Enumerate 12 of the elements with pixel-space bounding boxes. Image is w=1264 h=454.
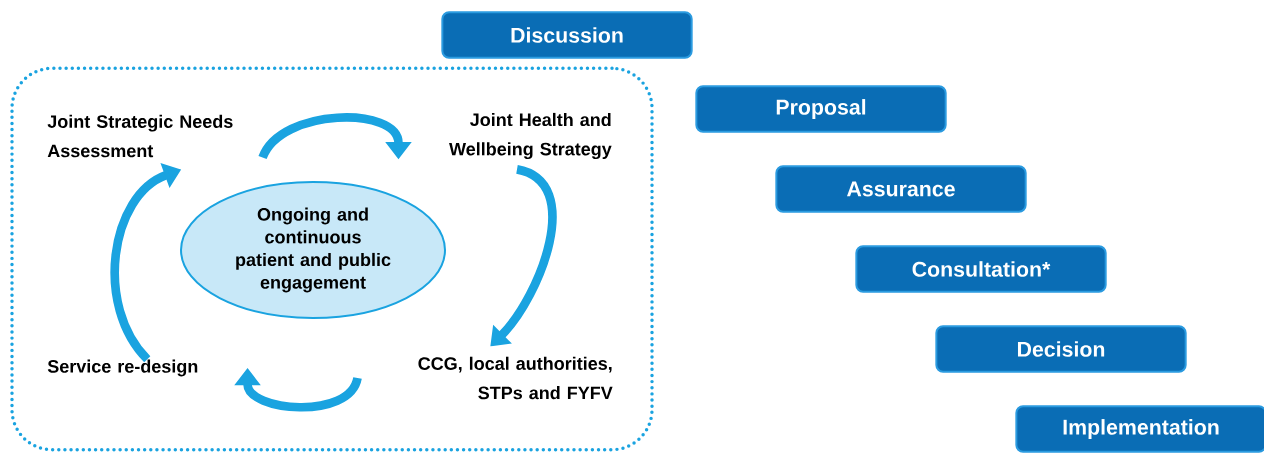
step-box: Assurance [775,165,1027,213]
step-box: Proposal [695,85,947,133]
step-box: Implementation [1015,405,1264,453]
step-box: Decision [935,325,1187,373]
step-box: Discussion [441,11,693,59]
stage-label: Joint Health and Wellbeing Strategy [449,112,612,160]
step-box: Consultation* [855,245,1107,293]
stage-label: Service re-design [47,359,198,377]
stage-label: CCG, local authorities, STPs and FYFV [418,356,613,400]
stage-label: Joint Strategic Needs Assessment [47,114,233,158]
cycle-arrow [258,113,412,160]
dotted-frame [10,66,654,452]
